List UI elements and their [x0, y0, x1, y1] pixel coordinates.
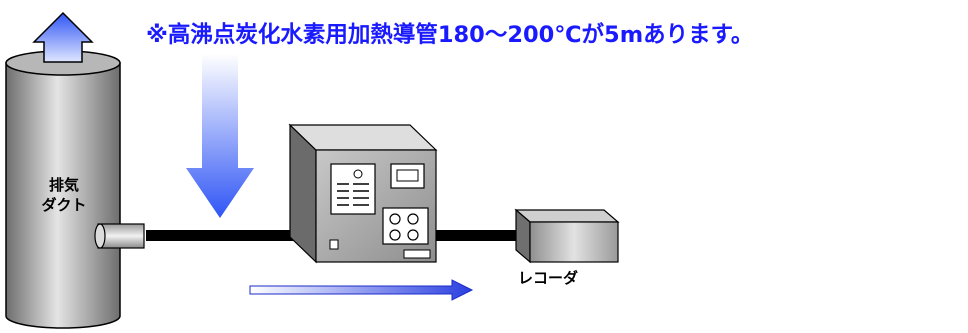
flow-direction-arrow	[249, 279, 474, 301]
sampling-nozzle	[94, 223, 145, 249]
duct-label-line1: 排気	[48, 176, 79, 194]
heated-sampling-line	[146, 230, 526, 241]
duct-label-line2: ダクト	[41, 196, 87, 214]
recorder-unit	[514, 208, 620, 264]
analyzer-unit	[288, 123, 438, 264]
exhaust-up-arrow	[32, 11, 94, 63]
exhaust-duct-label: 排気 ダクト	[14, 175, 114, 215]
heated-pipe-note: ※高沸点炭化水素用加熱導管180～200℃が5mあります。	[146, 22, 754, 48]
recorder-label: レコーダ	[518, 269, 579, 287]
heated-pipe-down-arrow	[186, 54, 254, 218]
